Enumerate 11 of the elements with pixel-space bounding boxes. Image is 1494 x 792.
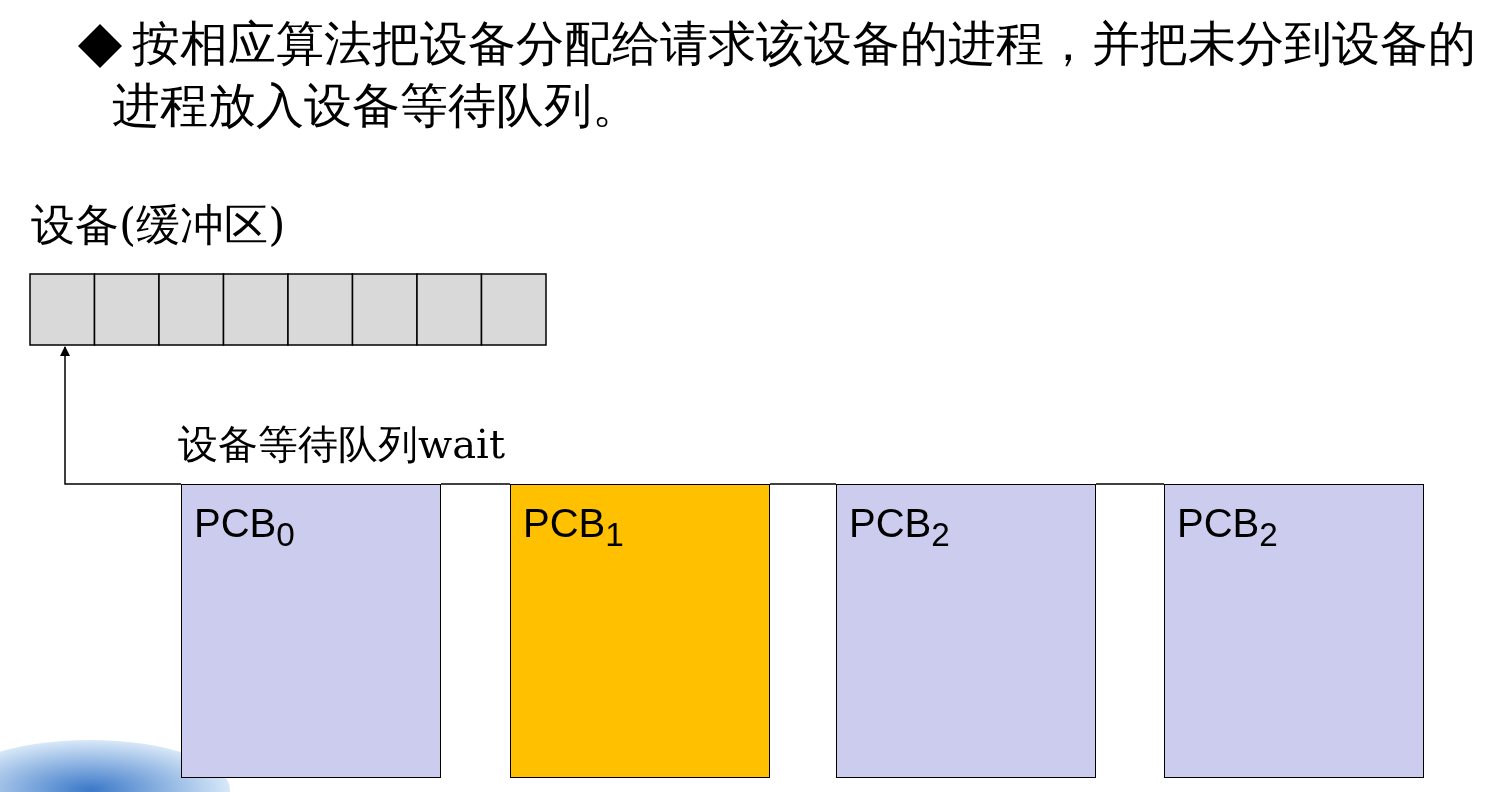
arrow <box>60 346 182 485</box>
connector-line <box>440 483 511 485</box>
title: 按相应算法把设备分配给请求该设备的进程，并把未分到设备的进程放入设备等待队列。 <box>112 14 1477 135</box>
buffer-heading: 设备(缓冲区) <box>31 198 286 252</box>
pcb-box: PCB$_{0}$ <box>181 484 441 778</box>
pcb-box: PCB$_{1}$ <box>510 484 770 778</box>
pcb-box: PCB$_{2}$ <box>836 484 1096 778</box>
connector-line <box>769 483 837 485</box>
pcb-box: PCB$_{2}$ <box>1164 484 1424 778</box>
connector-line <box>1095 483 1165 485</box>
queue-label: 设备等待队列wait <box>178 420 505 469</box>
